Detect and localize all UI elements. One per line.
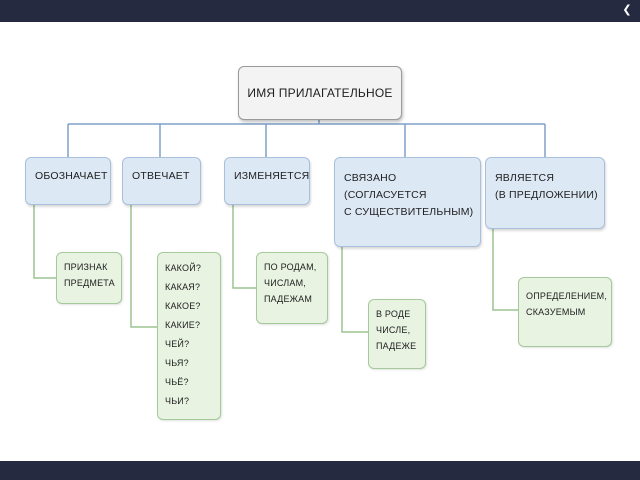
detail-line: ПО РОДАМ, — [264, 262, 317, 272]
detail-node-3: ПО РОДАМ, ЧИСЛАМ, ПАДЕЖАМ — [256, 252, 328, 324]
detail-line: ОПРЕДЕЛЕНИЕМ, — [526, 291, 608, 301]
detail-connector-3 — [232, 205, 256, 289]
category-node-4: СВЯЗАНО (СОГЛАСУЕТСЯ С СУЩЕСТВИТЕЛЬНЫМ) — [334, 157, 481, 247]
detail-line: ЧЬЁ? — [165, 377, 189, 387]
bottom-band — [0, 461, 640, 480]
detail-line: ЧЕЙ? — [165, 339, 190, 349]
detail-line: СКАЗУЕМЫМ — [526, 307, 586, 317]
detail-line: КАКИЕ? — [165, 320, 201, 330]
category-label-line-1: ЯВЛЯЕТСЯ — [495, 172, 555, 184]
detail-node-1: ПРИЗНАК ПРЕДМЕТА — [56, 252, 122, 304]
detail-line: ЧЬЯ? — [165, 358, 189, 368]
category-node-1: ОБОЗНАЧАЕТ — [25, 157, 111, 205]
detail-connector-4 — [341, 247, 368, 333]
category-label-line-2: (В ПРЕДЛОЖЕНИИ) — [495, 189, 598, 201]
detail-node-5: ОПРЕДЕЛЕНИЕМ, СКАЗУЕМЫМ — [518, 277, 612, 347]
category-label-line-3: С СУЩЕСТВИТЕЛЬНЫМ) — [344, 206, 474, 218]
root-label: ИМЯ ПРИЛАГАТЕЛЬНОЕ — [247, 86, 393, 100]
category-node-3: ИЗМЕНЯЕТСЯ — [224, 157, 310, 205]
detail-line: ЧЬИ? — [165, 396, 190, 406]
detail-line: КАКАЯ? — [165, 282, 201, 292]
detail-node-4: В РОДЕ ЧИСЛЕ, ПАДЕЖЕ — [368, 299, 426, 369]
detail-line: ЧИСЛЕ, — [376, 325, 411, 335]
detail-connector-5 — [492, 229, 518, 311]
category-label: ИЗМЕНЯЕТСЯ — [234, 170, 310, 182]
detail-line: ПРИЗНАК — [64, 262, 108, 272]
detail-line: КАКОЙ? — [165, 263, 202, 273]
category-label: ОТВЕЧАЕТ — [132, 170, 190, 182]
detail-line: КАКОЕ? — [165, 301, 201, 311]
category-node-2: ОТВЕЧАЕТ — [122, 157, 201, 205]
detail-line: ПАДЕЖАМ — [264, 294, 313, 304]
detail-connector-2 — [130, 205, 157, 328]
menu-icon: ❮ — [622, 4, 632, 16]
detail-line: В РОДЕ — [376, 309, 411, 319]
detail-connector-1 — [33, 205, 56, 279]
detail-line: ЧИСЛАМ, — [264, 278, 306, 288]
category-label-line-1: СВЯЗАНО — [344, 172, 397, 184]
detail-line: ПРЕДМЕТА — [64, 278, 115, 288]
detail-line: ПАДЕЖЕ — [376, 341, 417, 351]
root-node: ИМЯ ПРИЛАГАТЕЛЬНОЕ — [238, 66, 402, 120]
top-band — [0, 0, 640, 22]
category-label: ОБОЗНАЧАЕТ — [35, 170, 108, 182]
detail-node-2: КАКОЙ? КАКАЯ? КАКОЕ? КАКИЕ? ЧЕЙ? ЧЬЯ? ЧЬ… — [157, 252, 221, 420]
category-node-5: ЯВЛЯЕТСЯ (В ПРЕДЛОЖЕНИИ) — [485, 157, 605, 229]
category-label-line-2: (СОГЛАСУЕТСЯ — [344, 189, 427, 201]
